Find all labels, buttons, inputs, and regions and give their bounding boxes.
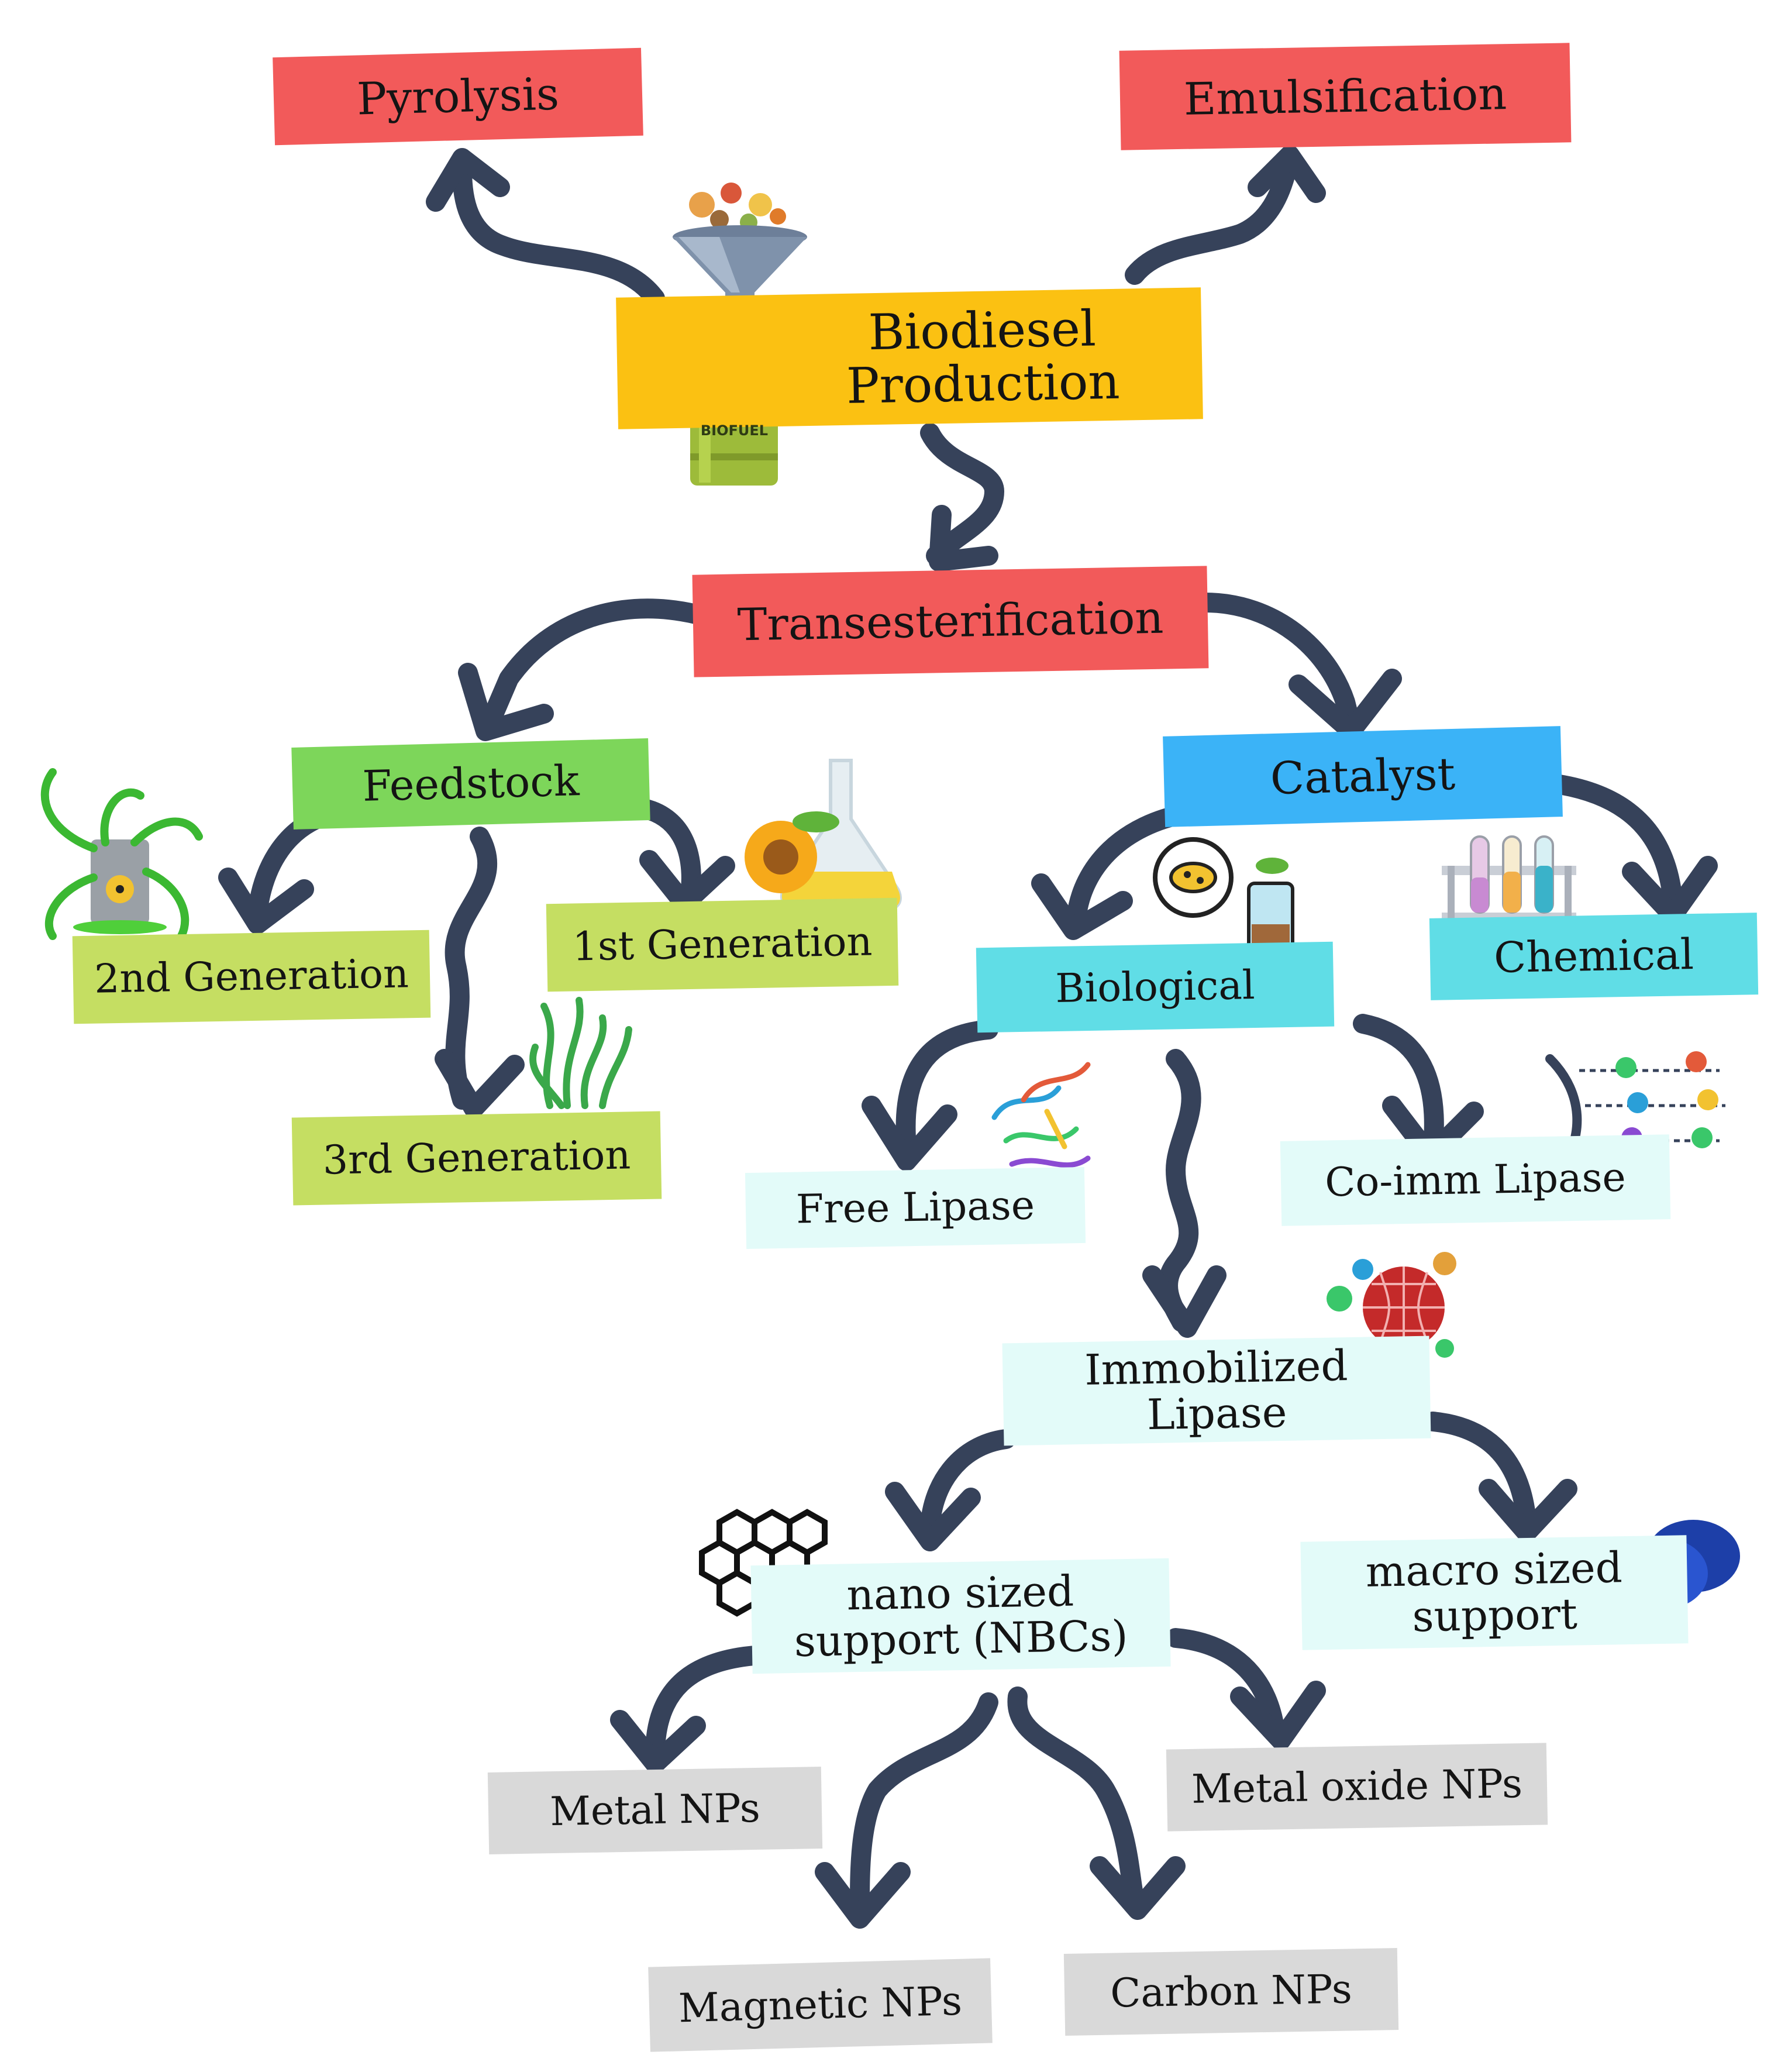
node-1st-generation: 1st Generation bbox=[546, 897, 899, 992]
node-co-imm-lipase: Co-imm Lipase bbox=[1280, 1134, 1671, 1226]
microbe-jar-icon bbox=[1153, 837, 1294, 961]
arrow-to-co-imm-lipase bbox=[1353, 1014, 1444, 1157]
node-nano-label-line1: nano sized bbox=[846, 1566, 1074, 1620]
biofuel-barrel-label: BIOFUEL bbox=[700, 422, 769, 439]
node-emulsification-label: Emulsification bbox=[1183, 67, 1507, 125]
arrow-to-metal-nps bbox=[645, 1646, 764, 1765]
node-catalyst: Catalyst bbox=[1163, 726, 1563, 827]
node-metal-oxide-nps: Metal oxide NPs bbox=[1166, 1743, 1548, 1832]
arrow-head-carbon-nps bbox=[1090, 1856, 1186, 1920]
arrow-to-immobilized-lipase bbox=[1158, 1049, 1201, 1332]
node-feedstock: Feedstock bbox=[291, 738, 650, 830]
arrow-head-2nd-generation bbox=[218, 868, 314, 934]
arrow-head-pyrolysis bbox=[426, 148, 510, 212]
node-nano-sized-support: nano sized support (NBCs) bbox=[750, 1558, 1171, 1674]
arrow-head-metal-oxide-nps bbox=[1230, 1681, 1326, 1750]
node-carbon-nps-label: Carbon NPs bbox=[1110, 1966, 1353, 2017]
arrow-head-nano-support bbox=[885, 1482, 981, 1551]
node-feedstock-label: Feedstock bbox=[361, 756, 580, 811]
arrow-head-macro-support bbox=[1479, 1479, 1577, 1543]
node-carbon-nps: Carbon NPs bbox=[1063, 1948, 1399, 2036]
node-chemical-label: Chemical bbox=[1493, 930, 1694, 983]
node-co-imm-lipase-label: Co-imm Lipase bbox=[1324, 1154, 1627, 1206]
node-immobilized-lipase: Immobilized Lipase bbox=[1002, 1336, 1431, 1446]
node-macro-sized-support: macro sized support bbox=[1300, 1535, 1689, 1650]
node-magnetic-nps: Magnetic NPs bbox=[648, 1958, 993, 2052]
arrow-to-macro-support bbox=[1423, 1412, 1536, 1531]
node-biodiesel-production: Biodiesel Production bbox=[616, 287, 1203, 429]
node-transesterification: Transesterification bbox=[692, 566, 1209, 677]
seaweed-icon bbox=[529, 997, 632, 1109]
node-chemical: Chemical bbox=[1429, 913, 1759, 1000]
arrow-to-magnetic-nps bbox=[850, 1692, 998, 1917]
arrow-to-chemical bbox=[1546, 774, 1683, 911]
arrow-to-pyrolysis bbox=[452, 160, 665, 308]
arrow-to-feedstock bbox=[481, 598, 706, 729]
arrow-to-carbon-nps bbox=[1007, 1686, 1145, 1911]
arrow-to-metal-oxide-nps bbox=[1166, 1628, 1285, 1741]
node-biodiesel-label-line2: Production bbox=[846, 352, 1121, 415]
sunflower-flask-icon bbox=[745, 759, 902, 911]
node-3rd-generation-label: 3rd Generation bbox=[322, 1132, 631, 1184]
node-immobilized-label-line1: Immobilized bbox=[1084, 1340, 1349, 1395]
arrow-to-biological bbox=[1066, 803, 1197, 928]
arrow-to-1st-generation bbox=[628, 797, 701, 905]
node-2nd-generation: 2nd Generation bbox=[72, 930, 431, 1024]
node-macro-label-line1: macro sized bbox=[1365, 1542, 1623, 1596]
node-emulsification: Emulsification bbox=[1119, 43, 1572, 150]
funnel-icon bbox=[673, 183, 807, 322]
node-3rd-generation: 3rd Generation bbox=[291, 1111, 662, 1206]
node-1st-generation-label: 1st Generation bbox=[572, 918, 873, 970]
arrow-head-free-lipase bbox=[862, 1096, 957, 1171]
node-immobilized-label-line2: Lipase bbox=[1146, 1387, 1288, 1439]
radioactive-barrel-icon bbox=[40, 768, 203, 940]
arrow-to-nano-support bbox=[920, 1429, 1016, 1543]
node-biological-label: Biological bbox=[1055, 962, 1256, 1012]
protein-structure-icon bbox=[991, 1062, 1091, 1168]
node-free-lipase: Free Lipase bbox=[745, 1166, 1086, 1250]
node-biological: Biological bbox=[976, 941, 1335, 1033]
node-magnetic-nps-label: Magnetic NPs bbox=[678, 1978, 963, 2032]
arrow-to-3rd-generation bbox=[445, 827, 498, 1110]
arrow-head-feedstock bbox=[458, 663, 554, 741]
arrow-head-transesterification bbox=[929, 505, 998, 572]
arrow-head-immobilized-lipase bbox=[1142, 1265, 1227, 1338]
node-catalyst-label: Catalyst bbox=[1269, 748, 1456, 805]
node-biodiesel-label-line1: Biodiesel bbox=[867, 300, 1097, 361]
node-macro-label-line2: support bbox=[1411, 1589, 1578, 1641]
arrow-head-metal-nps bbox=[610, 1710, 706, 1774]
arrow-head-biological bbox=[1031, 873, 1133, 940]
node-metal-nps-label: Metal NPs bbox=[549, 1785, 761, 1836]
arrow-to-free-lipase bbox=[895, 1020, 998, 1157]
node-metal-nps: Metal NPs bbox=[487, 1767, 823, 1854]
arrow-head-magnetic-nps bbox=[815, 1862, 911, 1929]
arrow-to-emulsification bbox=[1125, 160, 1297, 285]
node-pyrolysis: Pyrolysis bbox=[273, 47, 643, 146]
node-nano-label-line2: support (NBCs) bbox=[794, 1610, 1129, 1666]
node-transesterification-label: Transesterification bbox=[737, 591, 1164, 651]
arrow-to-catalyst bbox=[1195, 593, 1361, 735]
node-2nd-generation-label: 2nd Generation bbox=[94, 951, 409, 1003]
arrow-head-emulsification bbox=[1248, 145, 1326, 203]
node-metal-oxide-nps-label: Metal oxide NPs bbox=[1191, 1761, 1523, 1813]
arrow-to-transesterification bbox=[920, 423, 1004, 566]
arrow-head-3rd-generation bbox=[435, 1049, 525, 1118]
test-tubes-icon bbox=[1442, 835, 1576, 924]
node-pyrolysis-label: Pyrolysis bbox=[356, 67, 560, 125]
node-free-lipase-label: Free Lipase bbox=[795, 1182, 1035, 1233]
immobilized-enzyme-sphere-icon bbox=[1327, 1252, 1456, 1372]
